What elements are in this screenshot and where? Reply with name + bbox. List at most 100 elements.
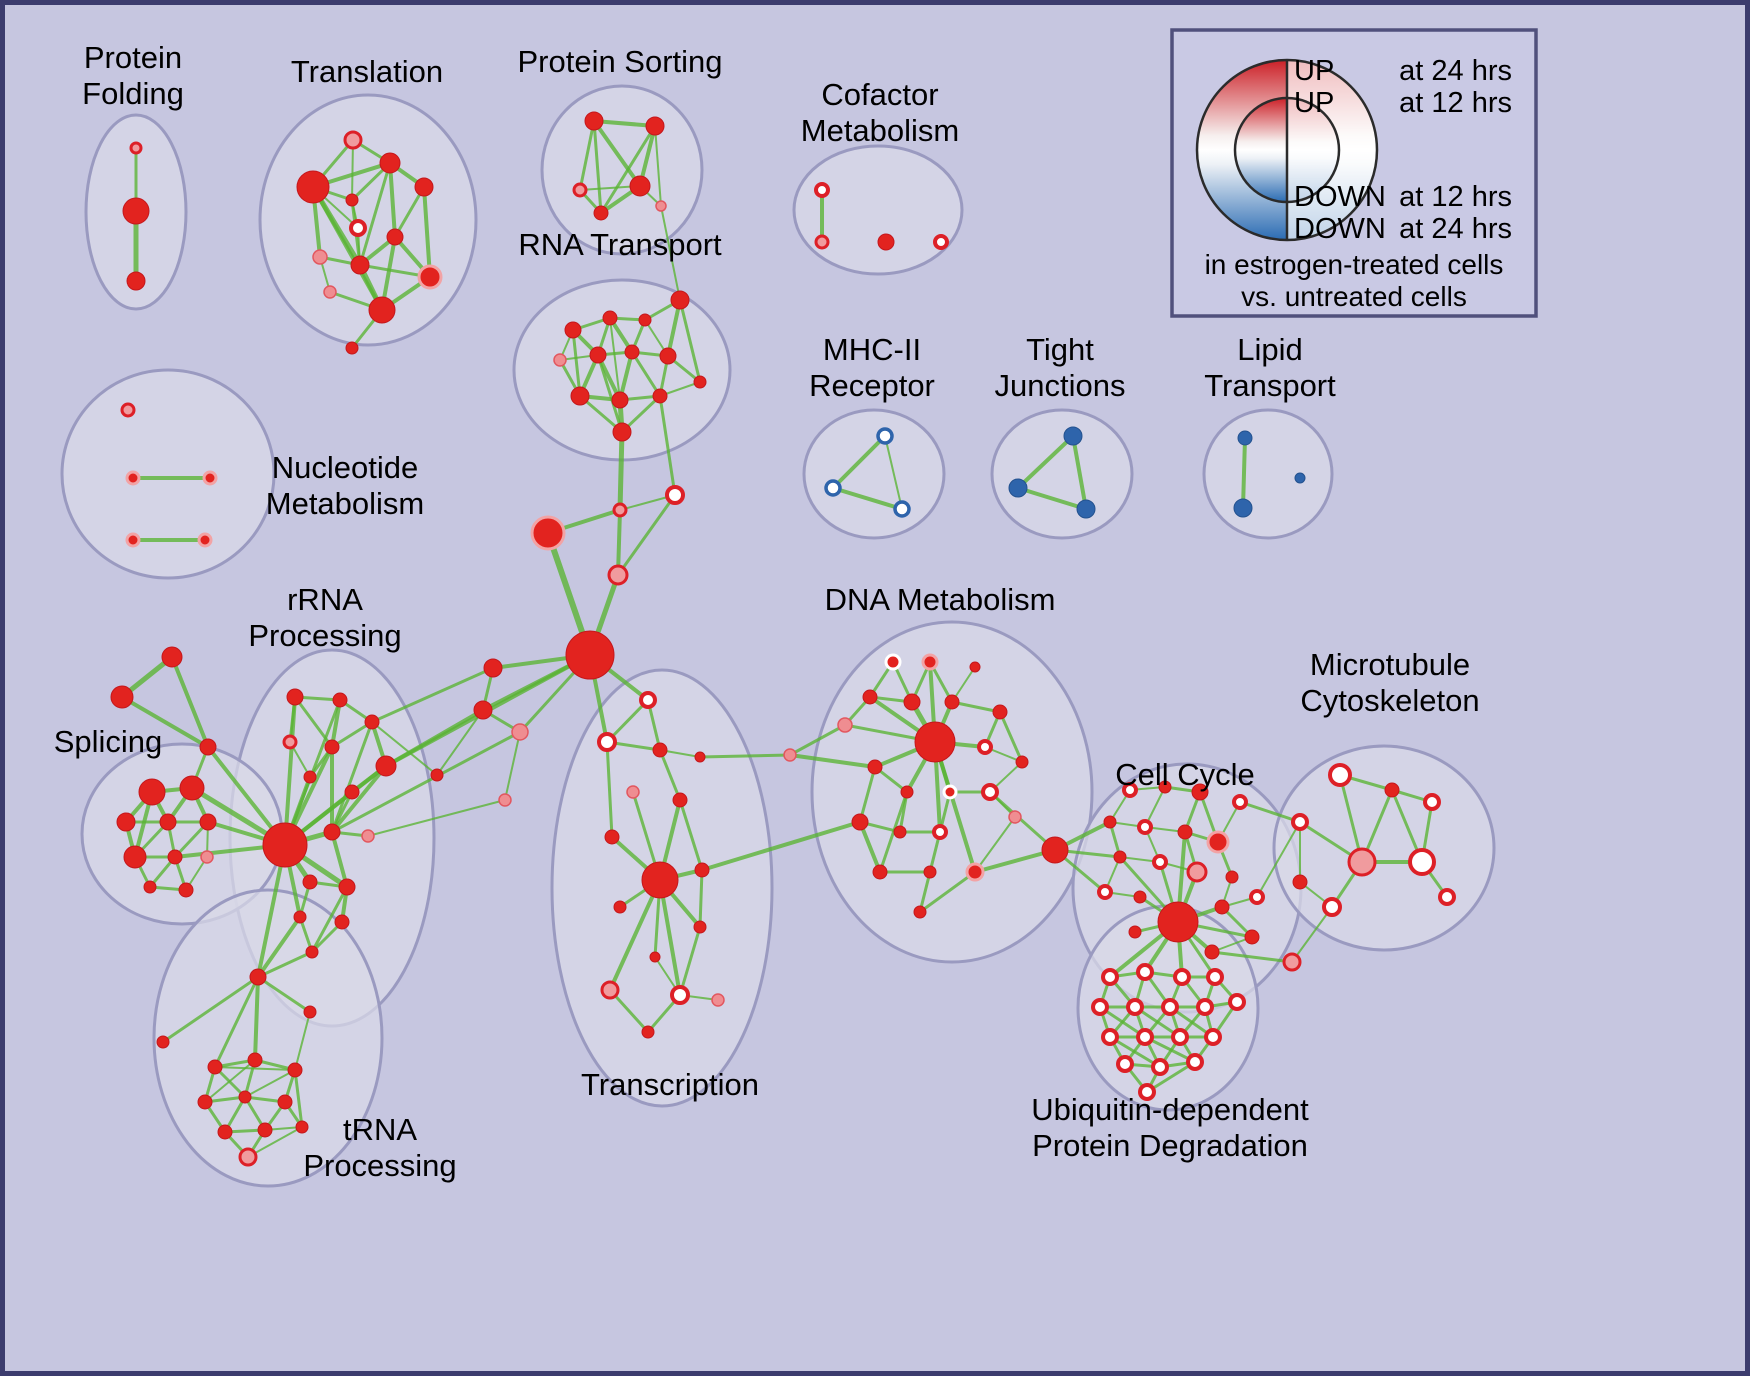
cluster-label-mhc-ii-receptor: MHC-II bbox=[823, 332, 921, 367]
network-node-lt1 bbox=[1237, 430, 1253, 446]
network-node-cc2 bbox=[1158, 780, 1172, 794]
cluster-ellipse-microtubule-cytoskeleton bbox=[1272, 744, 1496, 952]
network-node-cc1 bbox=[1122, 782, 1138, 798]
network-node-cn1 bbox=[612, 502, 628, 518]
network-node-dn10 bbox=[977, 739, 993, 755]
network-edge-dn22-dn23 bbox=[918, 870, 977, 914]
network-edge-ub10-ub15 bbox=[1108, 1035, 1162, 1069]
network-node-tl13 bbox=[345, 341, 359, 355]
legend-down-24-label: DOWN bbox=[1294, 213, 1386, 245]
network-node-rr15 bbox=[334, 914, 350, 930]
network-node-cm4 bbox=[933, 234, 949, 250]
network-edge-tl3-tl9 bbox=[358, 161, 392, 267]
network-node-dn14 bbox=[942, 784, 958, 800]
network-edge-tj2-tj3 bbox=[1016, 486, 1088, 511]
network-edge-ps6-rt4 bbox=[660, 205, 681, 301]
legend-down-12-time: at 12 hrs bbox=[1399, 181, 1512, 213]
legend-up-24-label: UP bbox=[1294, 55, 1334, 87]
network-node-ub6 bbox=[1126, 998, 1144, 1016]
network-node-rt7 bbox=[624, 344, 640, 360]
network-edge-tj1-tj2 bbox=[1016, 434, 1075, 490]
network-node-tl8 bbox=[386, 228, 404, 246]
network-node-rr6 bbox=[375, 755, 397, 777]
network-edge-tl3-tl8 bbox=[388, 161, 397, 239]
network-edge-tn5-tn7 bbox=[204, 1059, 256, 1103]
cluster-label-microtubule-cytoskeleton: Microtubule bbox=[1310, 647, 1470, 682]
network-node-tx4 bbox=[694, 751, 706, 763]
network-node-ub3 bbox=[1173, 968, 1191, 986]
network-edge-tx3-tx6 bbox=[658, 748, 682, 802]
legend-down-12-label: DOWN bbox=[1294, 181, 1386, 213]
network-edge-cn7-cn10 bbox=[436, 709, 484, 776]
legend-note-line2: vs. untreated cells bbox=[1241, 281, 1467, 312]
network-node-rt2 bbox=[602, 310, 618, 326]
network-node-cc6 bbox=[1137, 819, 1153, 835]
network-edge-st2-st3 bbox=[120, 695, 210, 749]
cluster-label-cofactor-metabolism: Metabolism bbox=[801, 113, 960, 148]
network-node-rr16 bbox=[305, 945, 319, 959]
network-node-tn7 bbox=[197, 1094, 213, 1110]
cluster-ellipse-mhc-ii-receptor bbox=[802, 408, 946, 540]
cluster-label-nucleotide-metabolism: Nucleotide bbox=[272, 450, 418, 485]
network-edge-rr3-rr10 bbox=[330, 720, 374, 834]
network-node-nm5 bbox=[197, 532, 213, 548]
network-node-tx13 bbox=[600, 980, 620, 1000]
cluster-label-splicing: Splicing bbox=[54, 724, 163, 759]
network-edge-dn22-cb1 bbox=[973, 848, 1057, 874]
network-node-nm2 bbox=[125, 470, 141, 486]
cluster-label-trna-processing: Processing bbox=[303, 1148, 456, 1183]
network-node-tx3 bbox=[652, 742, 668, 758]
cluster-ellipse-tight-junctions bbox=[990, 408, 1134, 540]
legend-down-24-time: at 24 hrs bbox=[1399, 213, 1512, 245]
network-node-tx9 bbox=[694, 862, 710, 878]
network-node-tj1 bbox=[1063, 426, 1083, 446]
network-node-sp6 bbox=[123, 845, 147, 869]
network-edge-tl4-tl8 bbox=[393, 185, 426, 239]
network-edge-tx8-tx14 bbox=[658, 878, 682, 997]
network-edge-ub11-ub16 bbox=[1143, 1035, 1197, 1064]
network-node-cc9 bbox=[1113, 850, 1127, 864]
network-edge-cn8-rr10 bbox=[330, 730, 522, 834]
network-node-ub13 bbox=[1204, 1028, 1222, 1046]
network-node-dn13 bbox=[900, 785, 914, 799]
network-node-tl10 bbox=[417, 264, 443, 290]
network-node-rr4 bbox=[282, 734, 298, 750]
cluster-label-protein-sorting: Protein Sorting bbox=[517, 44, 722, 79]
network-node-cb1 bbox=[1041, 836, 1069, 864]
cluster-label-lipid-transport: Lipid bbox=[1237, 332, 1303, 367]
legend: UP at 24 hrs UP at 12 hrs DOWN at 12 hrs… bbox=[1170, 28, 1538, 318]
network-edge-tl2-tl5 bbox=[351, 139, 354, 201]
network-node-tn10 bbox=[217, 1124, 233, 1140]
network-node-tn9 bbox=[277, 1094, 293, 1110]
cluster-label-rrna-processing: rRNA bbox=[287, 582, 363, 617]
network-edge-ps1-ps4 bbox=[592, 119, 642, 188]
network-edge-ub16-ub17 bbox=[1145, 1060, 1197, 1094]
network-edge-cc17-mt4 bbox=[1256, 821, 1301, 898]
network-node-rr9 bbox=[262, 822, 308, 868]
network-node-tl12 bbox=[368, 296, 396, 324]
network-node-dn8 bbox=[992, 704, 1008, 720]
network-edge-cc20-mb1 bbox=[1210, 950, 1294, 964]
legend-up-12-label: UP bbox=[1294, 87, 1334, 119]
network-node-ps2 bbox=[645, 116, 665, 136]
network-nodes bbox=[110, 111, 1456, 1167]
network-node-dn11 bbox=[1015, 755, 1029, 769]
network-node-tx10 bbox=[613, 900, 627, 914]
network-node-ub16 bbox=[1186, 1053, 1204, 1071]
network-node-dn1 bbox=[837, 717, 853, 733]
network-edge-rr1-rr9 bbox=[283, 695, 297, 847]
network-node-mt7 bbox=[1292, 874, 1308, 890]
network-node-cc17 bbox=[1249, 889, 1265, 905]
network-node-dn5 bbox=[862, 689, 878, 705]
network-edge-dn7-dn8 bbox=[950, 700, 1002, 714]
network-edge-tn4-tn6 bbox=[214, 1066, 296, 1071]
cluster-label-rrna-processing: Processing bbox=[248, 618, 401, 653]
network-edge-rr3-rr5 bbox=[330, 720, 374, 749]
cluster-ellipse-nucleotide-metabolism bbox=[60, 368, 276, 580]
network-node-sp4 bbox=[159, 813, 177, 831]
network-node-ub14 bbox=[1116, 1055, 1134, 1073]
network-node-dn6 bbox=[903, 693, 921, 711]
